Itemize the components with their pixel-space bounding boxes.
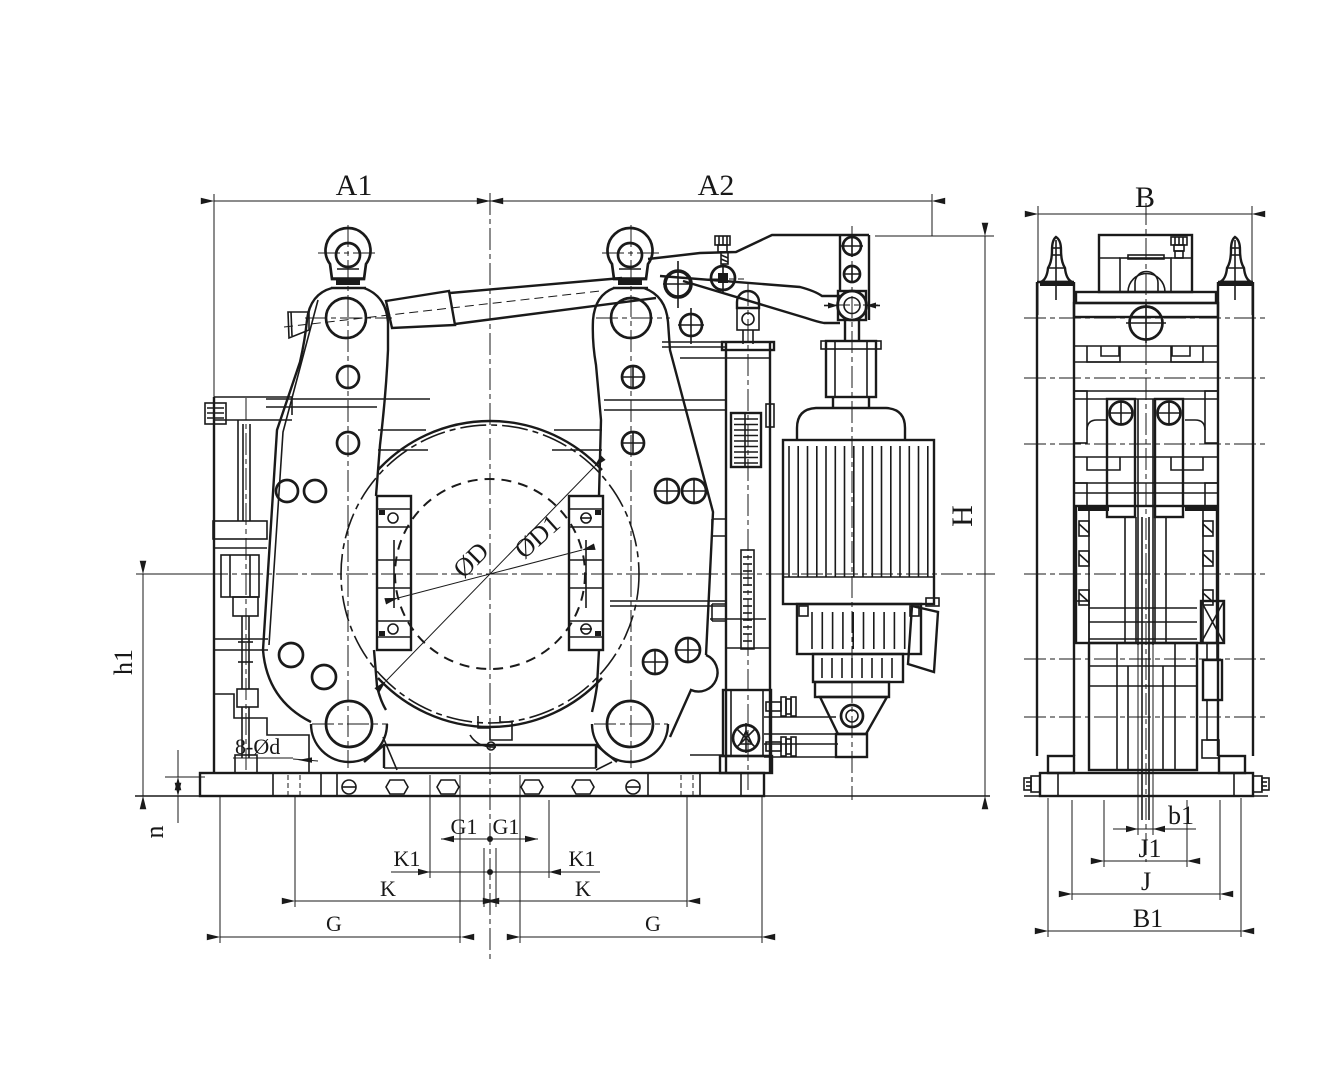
svg-text:G1: G1	[493, 814, 520, 839]
svg-text:G: G	[645, 911, 661, 936]
svg-text:A1: A1	[336, 169, 373, 202]
svg-text:B1: B1	[1133, 904, 1163, 933]
svg-text:b1: b1	[1168, 801, 1194, 830]
svg-text:A2: A2	[698, 169, 735, 202]
svg-text:K: K	[380, 876, 396, 901]
svg-text:K1: K1	[394, 846, 421, 871]
svg-text:J: J	[1141, 867, 1151, 896]
svg-text:n: n	[140, 826, 169, 839]
svg-text:K1: K1	[569, 846, 596, 871]
svg-text:H: H	[946, 505, 979, 527]
svg-text:J1: J1	[1138, 834, 1161, 863]
svg-text:G: G	[326, 911, 342, 936]
svg-text:B: B	[1135, 181, 1155, 214]
svg-text:h1: h1	[109, 649, 138, 675]
svg-text:K: K	[575, 876, 591, 901]
svg-text:G1: G1	[451, 814, 478, 839]
